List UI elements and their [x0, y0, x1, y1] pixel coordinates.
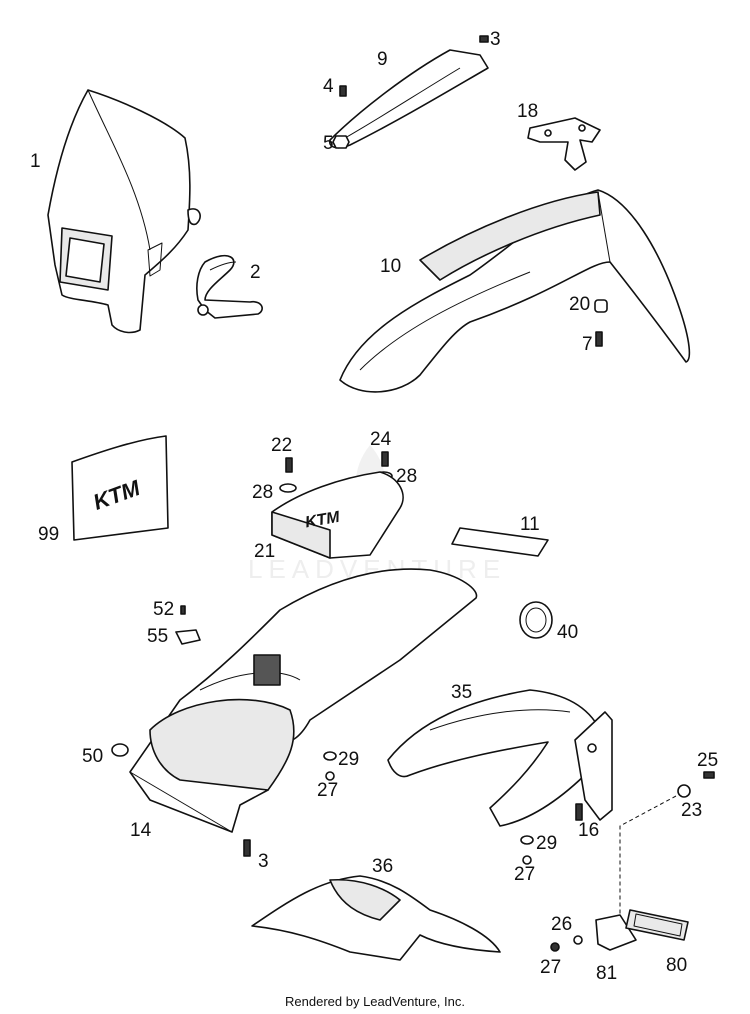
callout-27c: 27: [540, 957, 561, 978]
part-license-holder[interactable]: [574, 711, 613, 821]
part-27-nut-b[interactable]: [522, 855, 532, 865]
callout-20: 20: [569, 294, 590, 315]
part-20-bushing[interactable]: [594, 299, 608, 313]
callout-11: 11: [520, 514, 540, 535]
callout-2: 2: [250, 262, 261, 283]
part-99-decal[interactable]: KTM: [71, 435, 169, 541]
callout-36: 36: [372, 856, 393, 877]
footer-credit: Rendered by LeadVenture, Inc.: [285, 994, 465, 1009]
callout-52: 52: [153, 599, 174, 620]
callout-28b: 28: [396, 466, 417, 487]
part-27-nut-c[interactable]: [550, 942, 560, 952]
callout-5: 5: [323, 133, 334, 154]
callout-14: 14: [130, 820, 152, 841]
part-50-washer[interactable]: [111, 743, 129, 757]
part-11-strip[interactable]: [451, 527, 549, 557]
part-35-rear-mudguard[interactable]: [387, 689, 601, 827]
callout-26: 26: [551, 914, 572, 935]
callout-10: 10: [380, 256, 401, 277]
callout-22: 22: [271, 435, 292, 456]
callout-18: 18: [517, 101, 538, 122]
part-29-washer-b[interactable]: [520, 835, 534, 845]
part-22-screw[interactable]: [285, 457, 293, 473]
part-81-plate[interactable]: [595, 914, 637, 951]
callout-27b: 27: [514, 864, 535, 885]
callout-3a: 3: [490, 29, 501, 50]
callout-7: 7: [582, 334, 593, 355]
callout-29a: 29: [338, 749, 359, 770]
part-18-bracket[interactable]: [527, 117, 601, 171]
part-24-screw[interactable]: [381, 451, 389, 467]
callout-1: 1: [30, 151, 41, 172]
seat-ktm-logo: KTM: [304, 509, 342, 532]
part-28-washer-left[interactable]: [279, 483, 297, 493]
part-52-rivet[interactable]: [180, 605, 186, 615]
part-9-number-plate-bracket[interactable]: [328, 35, 489, 149]
callout-23: 23: [681, 800, 702, 821]
part-80-reflector[interactable]: [625, 909, 689, 941]
part-27-nut-a[interactable]: [325, 771, 335, 781]
part-14-rear-fender[interactable]: [129, 568, 478, 833]
part-26-washer[interactable]: [573, 935, 583, 945]
callout-99: 99: [38, 524, 59, 545]
part-21-seat-pad[interactable]: KTM: [271, 471, 404, 559]
part-55-clip[interactable]: [175, 629, 201, 645]
part-40-grommet[interactable]: [519, 601, 553, 639]
callout-25: 25: [697, 750, 718, 771]
callout-35: 35: [451, 682, 472, 703]
part-23-washer[interactable]: [677, 784, 691, 798]
part-7-screw[interactable]: [595, 331, 603, 347]
part-2-headlight-clamp[interactable]: [196, 254, 263, 319]
part-1-headlight-mask[interactable]: [47, 89, 201, 334]
screw-3-top: [479, 35, 489, 43]
callout-80: 80: [666, 955, 687, 976]
callout-29b: 29: [536, 833, 557, 854]
leader-line: [619, 795, 677, 915]
callout-3b: 3: [258, 851, 269, 872]
part-25-screw[interactable]: [703, 771, 715, 779]
callout-9: 9: [377, 49, 388, 70]
callout-21: 21: [254, 541, 275, 562]
part-16-screw[interactable]: [575, 803, 583, 821]
part-3-screw-bottom[interactable]: [243, 839, 251, 857]
callout-24: 24: [370, 429, 392, 450]
callout-16: 16: [578, 820, 599, 841]
callout-55: 55: [147, 626, 168, 647]
part-29-washer-a[interactable]: [323, 751, 337, 761]
callout-4: 4: [323, 76, 334, 97]
callouts: 1 2 3 4 5 9 18 10 20 7 99 22 28 24 28 21…: [30, 29, 718, 984]
callout-28a: 28: [252, 482, 273, 503]
part-36-inner-fender[interactable]: [251, 875, 501, 961]
callout-50: 50: [82, 746, 103, 767]
callout-27a: 27: [317, 780, 338, 801]
nut-5: [332, 135, 350, 149]
screw-4: [339, 85, 347, 97]
part-10-front-fender[interactable]: [339, 189, 691, 393]
callout-40: 40: [557, 622, 578, 643]
callout-81: 81: [596, 963, 617, 984]
